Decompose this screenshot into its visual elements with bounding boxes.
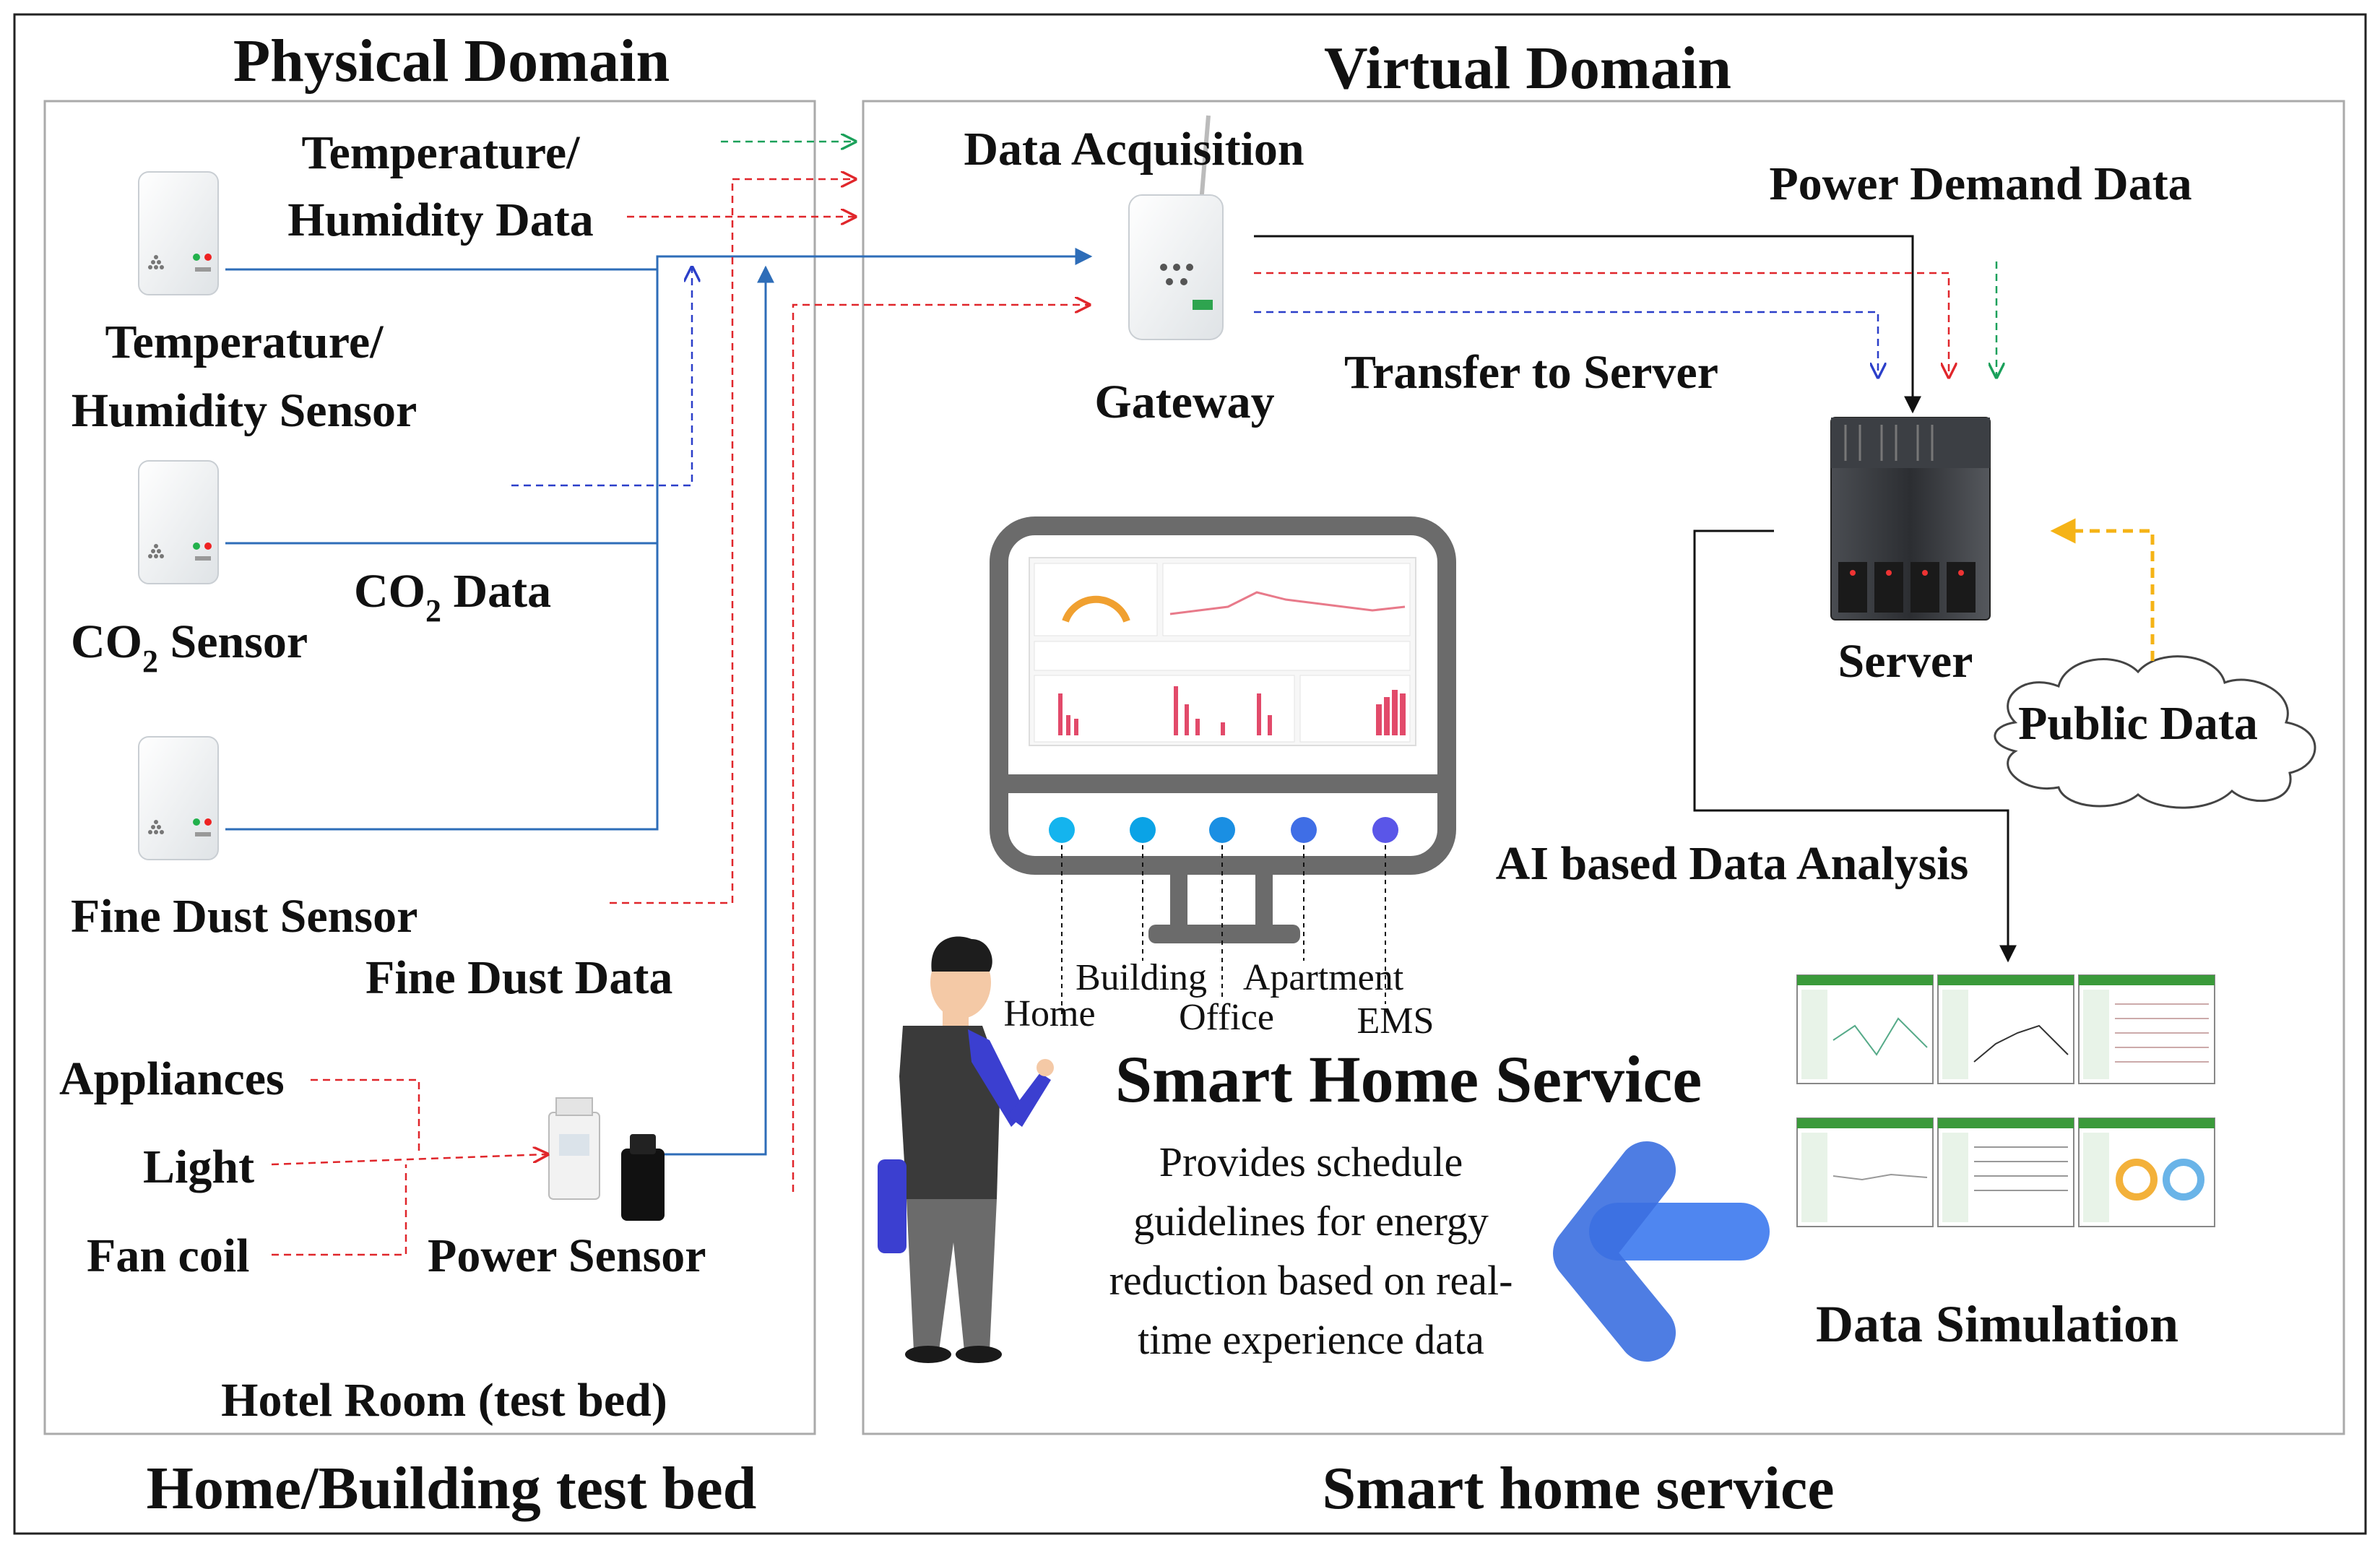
cloud-icon: [1994, 655, 2316, 809]
home-dot[interactable]: [1049, 817, 1075, 843]
gateway-icon: [1128, 115, 1224, 340]
gateway-label: Gateway: [1094, 376, 1274, 428]
smart-home-service-footer: Smart home service: [1322, 1455, 1834, 1522]
data-simulation-label: Data Simulation: [1816, 1295, 2178, 1353]
sensor-data-bus: [225, 248, 1093, 1156]
hotel-room-label: Hotel Room (test bed): [221, 1374, 667, 1427]
ems-dot[interactable]: [1372, 817, 1398, 843]
person-icon: [878, 936, 1054, 1363]
home-label: Home: [1003, 993, 1095, 1034]
smart-home-service-title: Smart Home Service: [1115, 1042, 1702, 1116]
big-left-arrow-icon: [1553, 1141, 1770, 1362]
service-desc-line4: time experience data: [1138, 1316, 1484, 1363]
transfer-dashed-lines: [1254, 261, 1996, 377]
data-acquisition-label: Data Acquisition: [964, 123, 1304, 176]
building-dot[interactable]: [1130, 817, 1156, 843]
co2-sensor-label: CO2 Sensor: [71, 615, 308, 679]
sensor-dashed-lines: [271, 142, 1089, 1256]
public-data-label: Public Data: [2018, 697, 2258, 750]
power-meter-icon: [548, 1097, 665, 1221]
monitor-option-dots: [1049, 817, 1398, 843]
server-icon: [1830, 417, 1991, 621]
service-desc-line3: reduction based on real-: [1109, 1257, 1513, 1304]
fine-dust-sensor-icon: [138, 736, 219, 860]
server-label: Server: [1838, 635, 1973, 688]
co2-data-label: CO2 Data: [354, 565, 551, 628]
ems-label: EMS: [1357, 1000, 1435, 1042]
fan-coil-label: Fan coil: [87, 1229, 250, 1282]
transfer-to-server-label: Transfer to Server: [1344, 346, 1718, 399]
temperature-humidity-sensor-icon: [138, 171, 219, 295]
service-desc-line2: guidelines for energy: [1133, 1198, 1489, 1245]
physical-domain-box: [43, 100, 816, 1435]
appliances-label: Appliances: [59, 1052, 285, 1105]
co2-sensor-icon: [138, 460, 219, 584]
public-data-arrow: [2050, 518, 2155, 661]
temp-humidity-sensor-label-line2: Humidity Sensor: [72, 384, 417, 437]
physical-domain-title: Physical Domain: [233, 27, 670, 95]
outer-frame: [13, 13, 2367, 1535]
ai-analysis-line: [1693, 529, 2017, 963]
temp-humidity-sensor-label-line1: Temperature/: [105, 316, 385, 368]
gateway-server-power-line: [1254, 235, 1921, 414]
temp-humidity-data-label-line2: Humidity Data: [287, 194, 594, 246]
monitor-option-leaders: [1061, 845, 1386, 1015]
fine-dust-data-label: Fine Dust Data: [365, 951, 672, 1004]
virtual-domain-box: [862, 100, 2345, 1435]
virtual-domain-title: Virtual Domain: [1324, 35, 1731, 102]
power-sensor-label: Power Sensor: [428, 1229, 706, 1282]
light-label: Light: [143, 1141, 254, 1193]
apartment-dot[interactable]: [1291, 817, 1317, 843]
monitor-icon: [990, 516, 1456, 943]
office-dot[interactable]: [1209, 817, 1235, 843]
fine-dust-sensor-label: Fine Dust Sensor: [71, 890, 417, 943]
office-label: Office: [1179, 997, 1274, 1038]
service-desc-line1: Provides schedule: [1159, 1138, 1463, 1185]
temp-humidity-data-label-line1: Temperature/: [302, 126, 581, 179]
ai-analysis-label: AI based Data Analysis: [1496, 837, 1969, 890]
power-demand-data-label: Power Demand Data: [1769, 157, 2191, 210]
building-label: Building: [1076, 957, 1207, 998]
home-building-test-bed-title: Home/Building test bed: [147, 1455, 757, 1522]
apartment-label: Apartment: [1243, 957, 1404, 998]
data-simulation-screens: [1796, 974, 2215, 1227]
